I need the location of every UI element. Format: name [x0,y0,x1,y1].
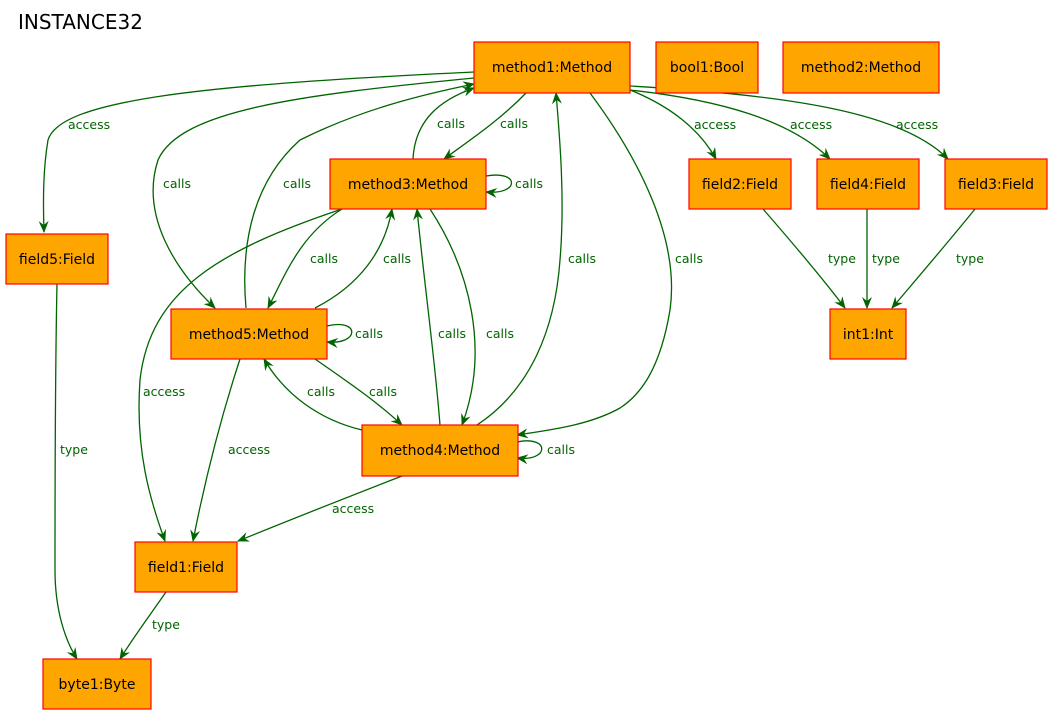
edge-label: access [896,117,938,132]
edge-method3-field1: access [138,208,343,542]
node-field3[interactable]: field3:Field [944,158,1048,210]
node-label: method1:Method [492,60,612,76]
node-label: int1:Int [843,327,894,343]
edge-method5-self: calls [326,323,383,348]
edge-label: calls [307,384,335,399]
node-label: bool1:Bool [670,60,744,76]
edge-label: calls [500,116,528,131]
edge-label: calls [437,116,465,131]
node-byte1[interactable]: byte1:Byte [42,658,152,710]
node-int1[interactable]: int1:Int [829,308,907,360]
node-layer: method1:Method bool1:Bool method2:Method… [5,41,1048,710]
edge-label: type [956,251,984,266]
edge-label: calls [383,251,411,266]
node-label: byte1:Byte [59,677,136,693]
node-method2[interactable]: method2:Method [782,41,940,94]
node-field5[interactable]: field5:Field [5,233,109,285]
edge-method3-method4: calls [429,208,514,426]
diagram-title: INSTANCE32 [18,10,143,34]
edge-field1-byte1: type [119,591,180,660]
edge-method3-method1: calls [412,86,475,160]
edge-method4-self: calls [516,440,575,465]
edge-method1-method3: calls [443,92,528,160]
edge-label: type [828,251,856,266]
edge-label: calls [283,176,311,191]
edge-label: calls [355,326,383,341]
node-method3[interactable]: method3:Method [329,158,487,210]
edge-layer: access calls calls calls calls calls [38,71,984,660]
node-method4[interactable]: method4:Method [361,424,519,477]
node-label: method4:Method [380,443,500,459]
edge-method1-field2: access [624,87,736,160]
edge-field4-int1: type [862,209,900,309]
edge-method3-self: calls [485,174,543,198]
edge-method5-method4: calls [314,358,403,426]
edge-label: calls [369,384,397,399]
edge-label: type [152,617,180,632]
node-label: field4:Field [830,177,906,193]
edge-method1-field5: access [38,71,475,233]
edge-method4-method1: calls [476,92,596,426]
edge-label: access [332,501,374,516]
node-bool1[interactable]: bool1:Bool [655,41,759,94]
node-label: field1:Field [148,560,224,576]
node-field4[interactable]: field4:Field [816,158,920,210]
edge-label: calls [438,326,466,341]
edge-method1-method5: calls [152,77,475,309]
edge-label: calls [515,176,543,191]
edge-label: calls [310,251,338,266]
edge-label: access [790,117,832,132]
edge-field3-int1: type [891,208,984,309]
edge-method3-method5: calls [267,208,343,309]
node-label: method5:Method [189,327,309,343]
edge-label: calls [547,442,575,457]
node-label: method2:Method [801,60,921,76]
edge-method1-field4: access [629,89,832,160]
edge-label: calls [568,251,596,266]
edge-label: access [68,117,110,132]
edge-label: access [143,384,185,399]
edge-method5-field1: access [190,358,270,542]
edge-label: access [228,442,270,457]
edge-method4-method5: calls [263,358,363,431]
edge-method4-method3: calls [413,208,466,426]
edge-method1-method4: calls [516,92,703,439]
edge-method5-method3: calls [314,208,411,309]
edge-label: type [60,442,88,457]
edge-label: access [694,117,736,132]
node-method5[interactable]: method5:Method [170,308,328,360]
node-label: field3:Field [958,177,1034,193]
edge-field2-int1: type [762,208,856,309]
node-label: field5:Field [19,252,95,268]
node-method1[interactable]: method1:Method [473,41,631,94]
edge-label: calls [486,326,514,341]
edge-label: type [872,251,900,266]
node-field1[interactable]: field1:Field [134,541,238,593]
node-label: method3:Method [348,177,468,193]
edge-method4-field1: access [237,475,403,542]
node-field2[interactable]: field2:Field [688,158,792,210]
edge-field5-byte1: type [54,283,88,660]
node-label: field2:Field [702,177,778,193]
edge-label: calls [163,176,191,191]
edge-label: calls [675,251,703,266]
